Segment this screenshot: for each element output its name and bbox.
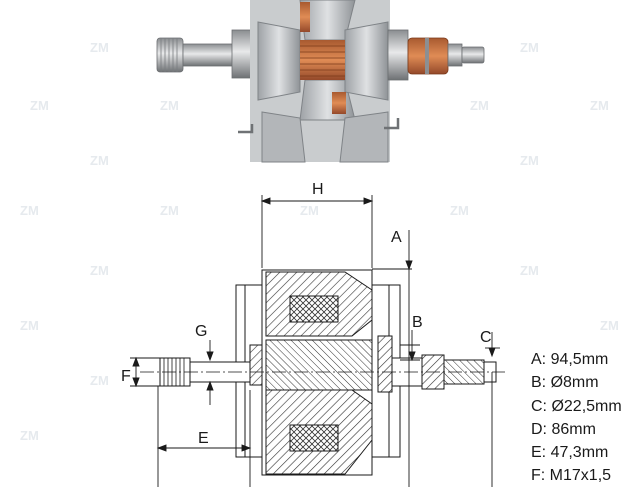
watermark: ZM <box>90 373 109 388</box>
watermark: ZM <box>600 318 619 333</box>
spec-item-a: A: 94,5mm <box>531 351 609 368</box>
spec-item-d: D: 86mm <box>531 420 596 438</box>
watermark: ZM <box>30 98 49 113</box>
watermark: ZM <box>20 318 39 333</box>
dimension-letter-c: C <box>480 329 492 346</box>
watermark: ZM <box>160 203 179 218</box>
watermark: ZM <box>590 98 609 113</box>
spec-item-b: B: Ø8mm <box>531 374 599 392</box>
dimension-letter-a: A <box>391 229 402 246</box>
dimension-letter-g: G <box>195 323 207 340</box>
watermark: ZM <box>520 153 539 168</box>
watermark: ZM <box>160 98 179 113</box>
spec-item-f: F: M17x1,5 <box>531 467 612 485</box>
watermark: ZM <box>20 203 39 218</box>
spec-item-e: E: 47,3mm <box>531 444 609 462</box>
watermark: ZM <box>90 153 109 168</box>
watermark: ZM <box>520 40 539 55</box>
dimension-letter-b: B <box>412 314 423 331</box>
watermark: ZM <box>90 40 109 55</box>
spec-list: A: 94,5mm B: Ø8mm C: Ø22,5mm D: 86mm E: … <box>531 348 622 488</box>
rotor-photo <box>156 0 485 163</box>
dimension-letter-e: E <box>198 430 209 447</box>
dimension-letter-h: H <box>312 181 324 198</box>
watermark-group: ZM ZM ZM ZM ZM ZM ZM ZM ZM ZM ZM ZM ZM Z… <box>20 40 619 443</box>
dimension-labels: H A B C G F E <box>121 181 492 447</box>
watermark: ZM <box>450 203 469 218</box>
dimension-lines <box>130 195 500 487</box>
watermark: ZM <box>520 263 539 278</box>
watermark: ZM <box>90 263 109 278</box>
cross-section-drawing <box>140 269 505 476</box>
spec-item-c: C: Ø22,5mm <box>531 397 622 415</box>
watermark: ZM <box>20 428 39 443</box>
dimension-letter-f: F <box>121 368 131 385</box>
watermark: ZM <box>470 98 489 113</box>
watermark: ZM <box>300 203 319 218</box>
